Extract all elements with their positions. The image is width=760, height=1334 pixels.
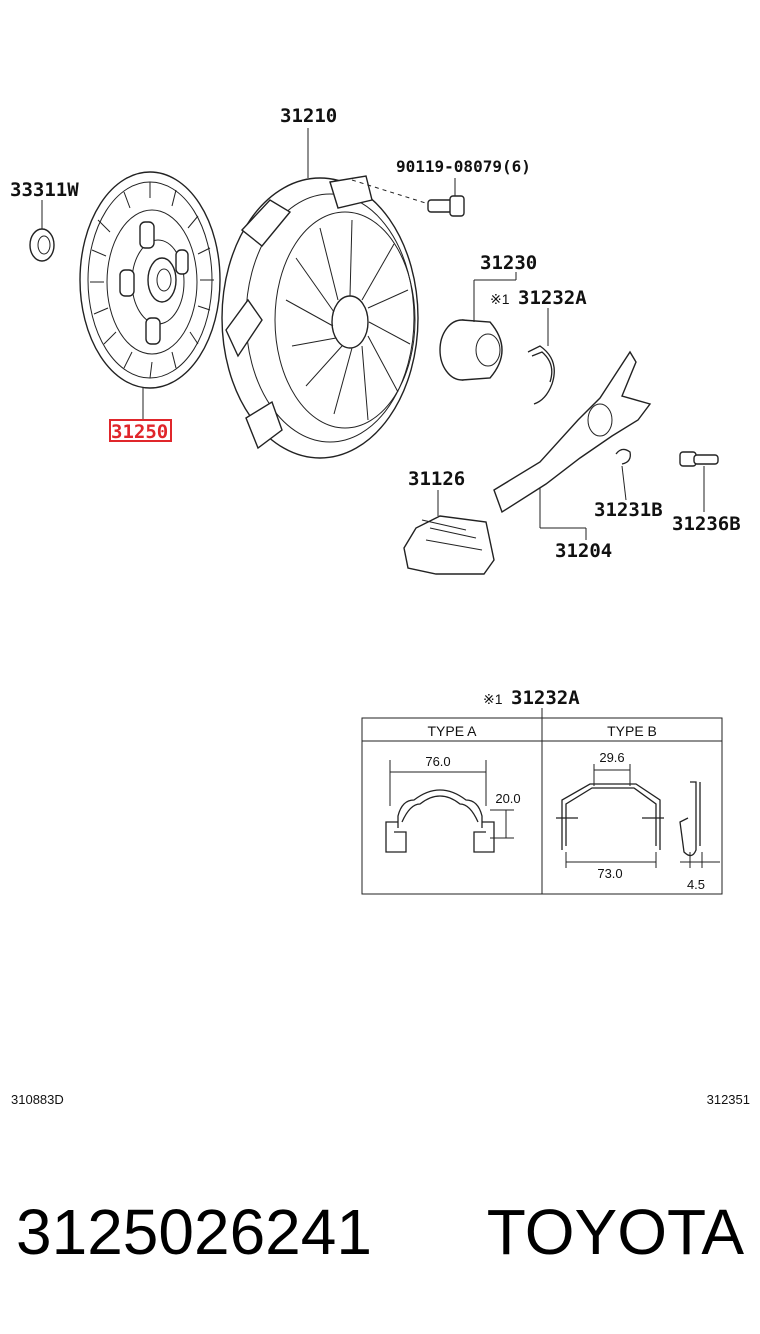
part-number: 3125026241 — [16, 1196, 372, 1268]
type-b-top-dim: 29.6 — [599, 750, 624, 765]
detail-mark: ※1 — [483, 691, 503, 707]
clip-note-mark: ※1 — [490, 291, 510, 307]
release-bearing-drawing[interactable] — [439, 272, 517, 381]
bolt-drawing[interactable] — [427, 178, 465, 217]
type-b-clip-drawing — [556, 764, 720, 868]
type-b-header: TYPE B — [607, 723, 657, 739]
callout-boot[interactable]: 31126 — [408, 468, 465, 490]
callout-release-bearing[interactable]: 31230 — [480, 252, 537, 274]
detail-title: 31232A — [511, 687, 580, 709]
clutch-disc-drawing[interactable] — [79, 171, 221, 420]
type-a-width-dim: 76.0 — [425, 754, 450, 769]
callout-clip[interactable]: 31232A — [518, 287, 587, 309]
type-b-width-dim: 73.0 — [597, 866, 622, 881]
clip-drawing[interactable] — [527, 308, 555, 405]
pressure-plate-drawing[interactable] — [221, 128, 433, 459]
pivot-drawing[interactable] — [679, 451, 719, 512]
callout-fork[interactable]: 31204 — [555, 540, 612, 562]
boot-drawing[interactable] — [403, 490, 495, 575]
diagram-code-right: 312351 — [707, 1092, 750, 1107]
release-fork-drawing[interactable] — [493, 350, 652, 540]
diagram-code-left: 310883D — [11, 1092, 64, 1107]
callout-bolt[interactable]: 90119-08079(6) — [396, 157, 531, 176]
highlight-box — [109, 419, 172, 442]
brand-name: TOYOTA — [487, 1196, 745, 1268]
type-a-clip-drawing — [385, 760, 514, 853]
callout-clutch-disc[interactable]: 31250 — [111, 421, 168, 443]
callout-pivot[interactable]: 31236B — [672, 513, 741, 535]
type-a-header: TYPE A — [427, 723, 477, 739]
type-a-height-dim: 20.0 — [495, 791, 520, 806]
callout-pilot-bearing[interactable]: 33311W — [10, 179, 79, 201]
callout-pressure-plate[interactable]: 31210 — [280, 105, 337, 127]
type-b-thickness-dim: 4.5 — [687, 877, 705, 892]
callout-ring[interactable]: 31231B — [594, 499, 663, 521]
pilot-bearing-drawing[interactable] — [29, 200, 55, 262]
